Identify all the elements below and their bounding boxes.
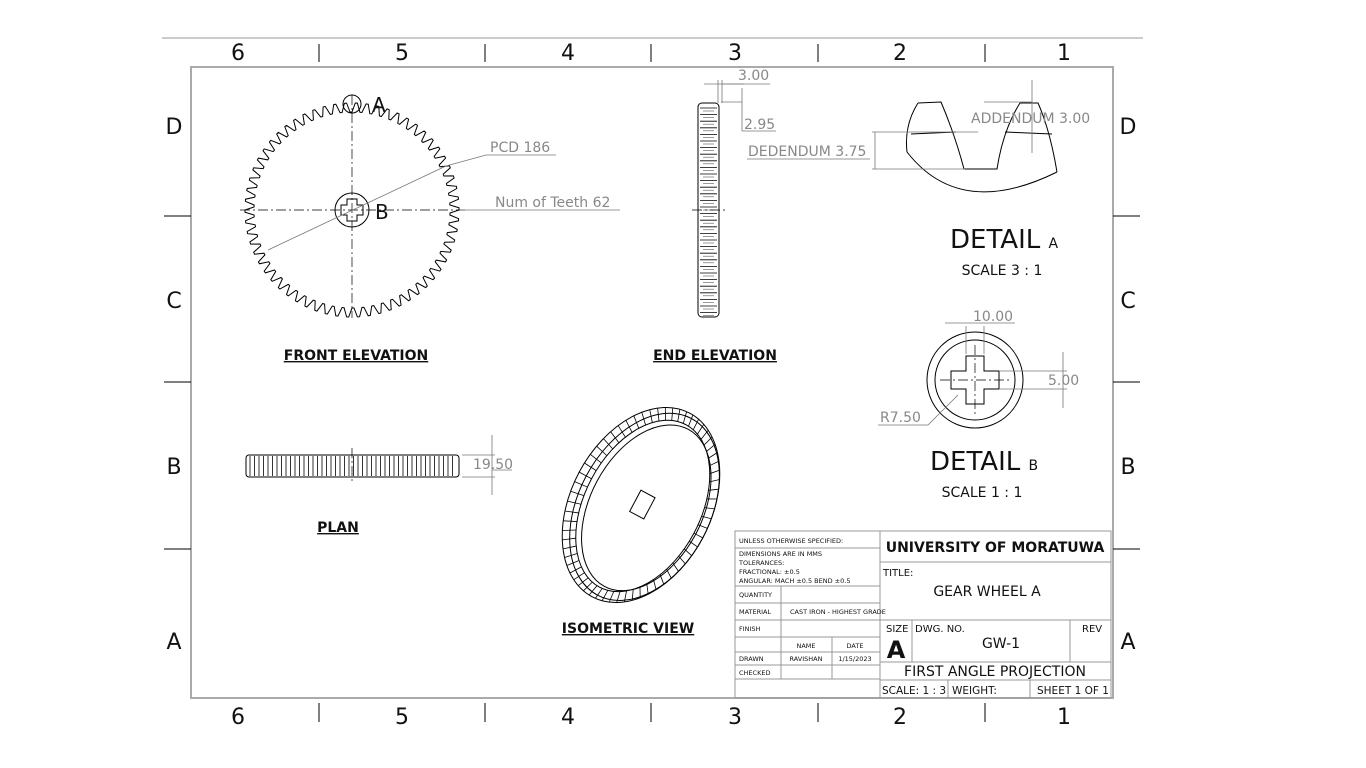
title-block [734, 530, 1112, 699]
finish-label: FINISH [739, 625, 761, 633]
zone-row-A: A [166, 630, 181, 655]
tooth-width-dimension: 3.00 [738, 68, 769, 84]
key-depth-dimension: 5.00 [1048, 373, 1079, 389]
detail-a-scale: SCALE 3 : 1 [962, 263, 1043, 279]
fractional-tol: FRACTIONAL: ±0.5 [739, 568, 800, 576]
dwg-no-label: DWG. NO. [915, 624, 965, 635]
company-name: UNIVERSITY OF MORATUWA [886, 540, 1105, 556]
key-width-dimension: 10.00 [973, 309, 1013, 325]
detail-a-ref: A [372, 93, 386, 117]
unless-specified: UNLESS OTHERWISE SPECIFIED: [739, 537, 843, 545]
weight: WEIGHT: [952, 685, 997, 697]
zone-row-B: B [166, 455, 181, 480]
keyway [340, 198, 364, 222]
quantity-label: QUANTITY [739, 591, 772, 599]
zone-row-A: A [1120, 630, 1135, 655]
drawn-date: 1/15/2023 [838, 655, 871, 663]
thickness-dimension: 19.50 [473, 457, 513, 473]
detail-b-scale: SCALE 1 : 1 [942, 485, 1023, 501]
zone-row-C: C [166, 289, 181, 314]
end-elevation-label: END ELEVATION [653, 348, 777, 364]
detail-b-ref: B [375, 200, 389, 224]
pcd-dimension: PCD 186 [490, 140, 550, 156]
drawn-label: DRAWN [739, 655, 764, 663]
rev-label: REV [1082, 624, 1102, 635]
date-header: DATE [847, 642, 864, 650]
zone-column-1: 1 [1057, 41, 1071, 66]
material-value: CAST IRON - HIGHEST GRADE [790, 608, 886, 616]
angular-tol: ANGULAR: MACH ±0.5 BEND ±0.5 [739, 577, 850, 585]
zone-column-3: 3 [728, 705, 742, 730]
radius-dimension: R7.50 [880, 410, 921, 426]
zone-column-6: 6 [231, 705, 245, 730]
front-elevation-label: FRONT ELEVATION [284, 348, 428, 364]
detail-a-marker [342, 94, 362, 114]
zone-row-D: D [166, 115, 183, 140]
tolerances: TOLERANCES: [738, 559, 784, 567]
checked-label: CHECKED [739, 669, 770, 677]
zone-column-6: 6 [231, 41, 245, 66]
addendum-dimension: ADDENDUM 3.00 [971, 111, 1090, 127]
plan-label: PLAN [317, 520, 359, 536]
isometric-view [561, 406, 721, 604]
material-label: MATERIAL [739, 608, 772, 616]
zone-row-C: C [1120, 289, 1135, 314]
detail-b-title: DETAIL B [930, 447, 1038, 477]
dedendum-dimension: DEDENDUM 3.75 [748, 144, 866, 160]
sheet-size: A [887, 636, 906, 664]
sheet-number: SHEET 1 OF 1 [1037, 685, 1109, 697]
zone-column-5: 5 [395, 41, 409, 66]
size-label: SIZE [886, 624, 908, 635]
zone-column-4: 4 [561, 41, 575, 66]
drawn-name: RAVISHAN [790, 655, 823, 663]
title-block-text: UNLESS OTHERWISE SPECIFIED: DIMENSIONS A… [738, 537, 1109, 697]
zone-column-5: 5 [395, 705, 409, 730]
zone-column-1: 1 [1057, 705, 1071, 730]
end-elevation-view: 3.00 2.95 END ELEVATION [653, 68, 777, 364]
dims-units: DIMENSIONS ARE IN MMS [739, 550, 822, 558]
drawing-title: GEAR WHEEL A [933, 584, 1041, 600]
zone-column-2: 2 [893, 41, 907, 66]
projection: FIRST ANGLE PROJECTION [904, 664, 1086, 680]
detail-a-view: DEDENDUM 3.75 ADDENDUM 3.00 DETAIL A SCA… [747, 80, 1090, 279]
title-label: TITLE: [882, 568, 913, 579]
hub-circle [334, 192, 370, 228]
dwg-number: GW-1 [982, 636, 1020, 652]
teeth-count-note: Num of Teeth 62 [495, 195, 610, 211]
detail-b-view: 10.00 5.00 R7.50 DETAIL B SCALE 1 : 1 [878, 309, 1079, 501]
detail-a-title: DETAIL A [950, 225, 1059, 255]
plan-view: 19.50 PLAN [245, 435, 513, 536]
zone-row-D: D [1120, 115, 1137, 140]
name-header: NAME [796, 642, 815, 650]
isometric-view-label: ISOMETRIC VIEW [562, 621, 694, 637]
front-elevation-view: A B PCD 186 Num of Teeth 62 FRONT ELEVAT… [240, 93, 620, 364]
zone-column-4: 4 [561, 705, 575, 730]
zone-column-3: 3 [728, 41, 742, 66]
tooth-depth-dimension: 2.95 [744, 117, 775, 133]
zone-row-B: B [1120, 455, 1135, 480]
zone-column-2: 2 [893, 705, 907, 730]
scale: SCALE: 1 : 3 [882, 685, 946, 697]
